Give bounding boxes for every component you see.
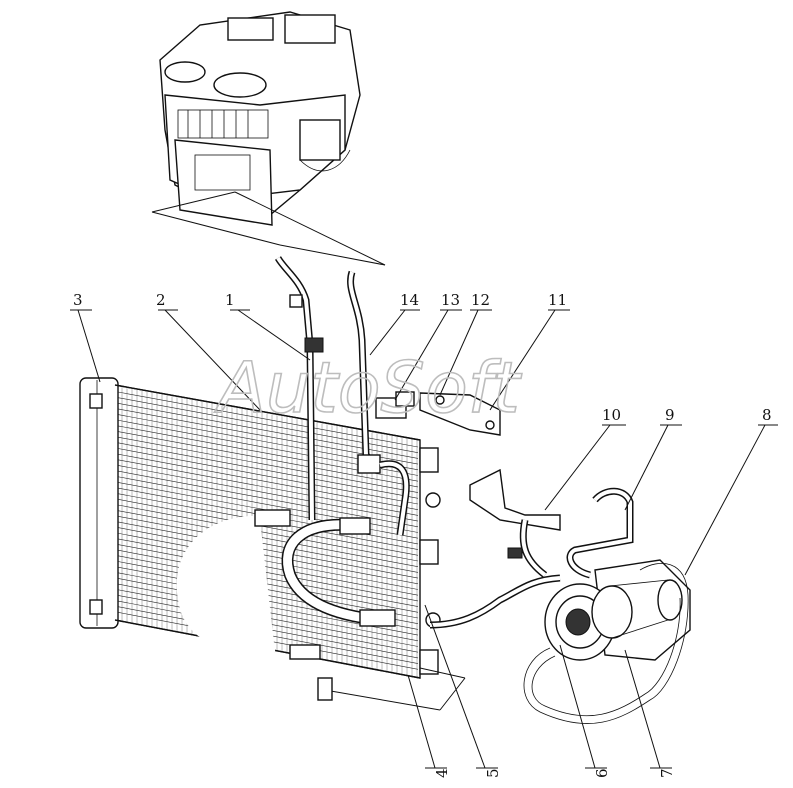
callout-4: 4 xyxy=(433,768,451,778)
condenser-fin xyxy=(117,538,419,596)
condenser-fin xyxy=(117,504,419,562)
condenser-fin xyxy=(117,555,419,613)
condenser-fin xyxy=(117,453,419,510)
callout-8: 8 xyxy=(762,406,772,424)
callout-14: 14 xyxy=(400,291,419,309)
callout-leaders xyxy=(70,309,778,769)
watermark: AutoSoft xyxy=(214,347,522,429)
hvac-unit xyxy=(159,11,361,226)
callout-1: 1 xyxy=(225,291,235,309)
condenser-hoses xyxy=(176,509,396,660)
compressor xyxy=(544,559,691,661)
drive-belt xyxy=(523,563,689,724)
callout-2: 2 xyxy=(156,291,166,309)
condenser-fin xyxy=(117,499,419,556)
callout-3: 3 xyxy=(73,291,83,309)
condenser-fin xyxy=(117,465,419,522)
callout-labels: 1 2 3 4 5 6 7 8 9 10 11 12 13 14 xyxy=(73,291,772,778)
condenser-fin xyxy=(117,510,419,567)
brackets xyxy=(375,391,501,436)
refrigerant-pipes xyxy=(274,256,410,536)
callout-5: 5 xyxy=(484,768,502,778)
callout-12: 12 xyxy=(471,291,490,309)
condenser-fin xyxy=(117,532,419,590)
condenser-fin xyxy=(117,436,419,493)
condenser-fin xyxy=(117,544,419,602)
condenser-fin xyxy=(117,549,419,607)
condenser-fin xyxy=(117,561,419,619)
condenser-fin xyxy=(117,442,419,499)
callout-6: 6 xyxy=(593,768,611,778)
condenser-fin xyxy=(117,527,419,585)
bottom-connection-lines xyxy=(317,667,466,711)
condenser-fin xyxy=(117,448,419,505)
callout-9: 9 xyxy=(665,406,675,424)
hvac-connection-lines xyxy=(151,191,386,266)
callout-7: 7 xyxy=(658,768,676,778)
condenser-fin xyxy=(117,521,419,579)
condenser-fin xyxy=(117,459,419,516)
callout-13: 13 xyxy=(441,291,460,309)
condenser-fin xyxy=(117,431,419,488)
compressor-pipes xyxy=(429,468,634,629)
condenser-fin xyxy=(117,516,419,573)
callout-11: 11 xyxy=(548,291,567,309)
callout-10: 10 xyxy=(602,406,621,424)
